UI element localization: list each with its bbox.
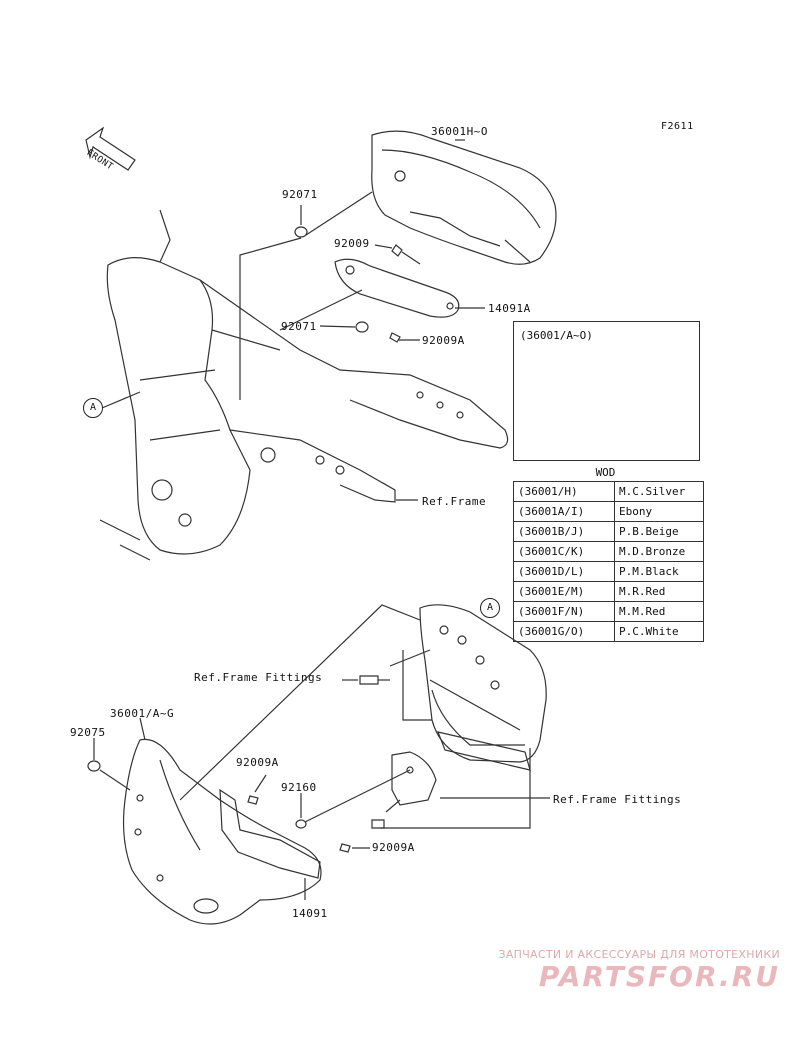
part-label-36001-A-G: 36001/A~G: [110, 707, 175, 720]
bolt-92009A-a: [389, 332, 401, 343]
table-row: (36001B/J)P.B.Beige: [513, 521, 704, 542]
lower-side-cover: [122, 738, 322, 925]
bracket-14091A: [334, 258, 460, 318]
frame: [99, 209, 509, 561]
ref-frame-fittings-label-a: Ref.Frame Fittings: [194, 671, 323, 684]
callout-a-upper: A: [83, 398, 103, 418]
upper-side-cover: [371, 130, 557, 265]
watermark-tagline: ЗАПЧАСТИ И АКСЕССУАРЫ ДЛЯ МОТОТЕХНИКИ: [498, 948, 780, 961]
bolt-ref-frame-fittings-a: [359, 675, 390, 685]
table-row: (36001A/I)Ebony: [513, 501, 704, 522]
bolt-92009: [391, 244, 403, 257]
bolt-92009A-b: [247, 795, 259, 805]
figure-code: F2611: [661, 121, 694, 132]
table-row: (36001D/L)P.M.Black: [513, 561, 704, 582]
part-label-92071-b: 92071: [281, 320, 317, 333]
part-label-92009: 92009: [334, 237, 370, 250]
bolt-ref-frame-fittings-b: [371, 819, 385, 829]
lower-bracket: [391, 751, 437, 806]
table-row: (36001E/M)M.R.Red: [513, 581, 704, 602]
callout-a-lower: A: [480, 598, 500, 618]
table-row: (36001F/N)M.M.Red: [513, 601, 704, 622]
part-label-92009A-a: 92009A: [422, 334, 465, 347]
part-label-92160: 92160: [281, 781, 317, 794]
part-label-92075: 92075: [70, 726, 106, 739]
inset-caption: (36001/A~O): [520, 329, 593, 342]
part-label-36001H-O: 36001H~O: [431, 125, 488, 138]
front-arrow-icon: [85, 126, 136, 171]
bracket-14091: [219, 788, 321, 879]
table-row: (36001C/K)M.D.Bronze: [513, 541, 704, 562]
part-label-92009A-b: 92009A: [236, 756, 279, 769]
part-label-92071-a: 92071: [282, 188, 318, 201]
ref-frame-fittings-label-b: Ref.Frame Fittings: [553, 793, 682, 806]
wod-color-table: (36001/H)M.C.Silver (36001A/I)Ebony (360…: [513, 481, 704, 642]
inset-box: (36001/A~O): [513, 321, 700, 461]
wod-title: WOD: [595, 466, 616, 479]
part-label-14091A: 14091A: [488, 302, 531, 315]
grommet-92075: [87, 760, 101, 772]
grommet-92071-b: [355, 321, 369, 333]
ref-frame-label: Ref.Frame: [422, 495, 487, 508]
part-label-14091: 14091: [292, 907, 328, 920]
table-row: (36001/H)M.C.Silver: [513, 481, 704, 502]
grommet-92071-a: [294, 226, 308, 238]
bolt-92009A-c: [339, 843, 351, 853]
table-row: (36001G/O)P.C.White: [513, 621, 704, 642]
washer-92160: [295, 819, 307, 829]
watermark-logo: PARTSFOR.RU: [538, 960, 780, 993]
part-label-92009A-c: 92009A: [372, 841, 415, 854]
watermark: ЗАПЧАСТИ И АКСЕССУАРЫ ДЛЯ МОТОТЕХНИКИ PA…: [498, 948, 780, 993]
